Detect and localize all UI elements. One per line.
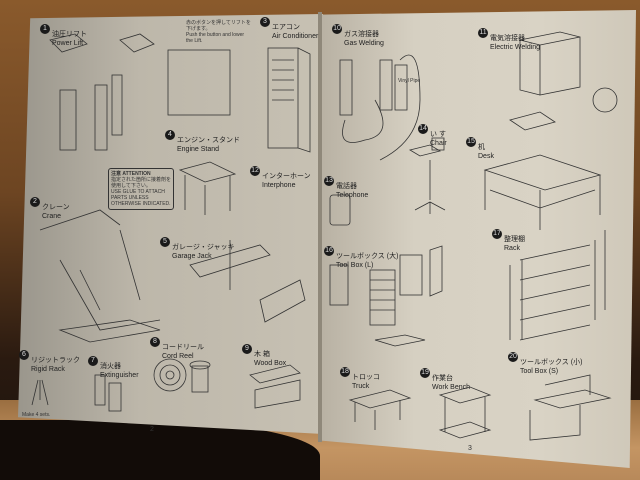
page-number-right: 3 (468, 445, 472, 452)
push-button-note: 赤のボタンを押してリフトを下げます。Push the button and lo… (186, 20, 251, 44)
section-tool-box-large: 16ツールボックス (大)Tool Box (L) (324, 246, 399, 269)
page-number-left: 2 (150, 426, 154, 433)
rigid-rack-note: Make 4 sets. (22, 412, 51, 418)
right-page (320, 10, 636, 468)
page-fold (318, 12, 322, 442)
vinyl-pipe-label: Vinyl Pipe (398, 78, 421, 84)
section-tool-box-small: 20ツールボックス (小)Tool Box (S) (508, 352, 583, 375)
left-page (18, 14, 323, 434)
